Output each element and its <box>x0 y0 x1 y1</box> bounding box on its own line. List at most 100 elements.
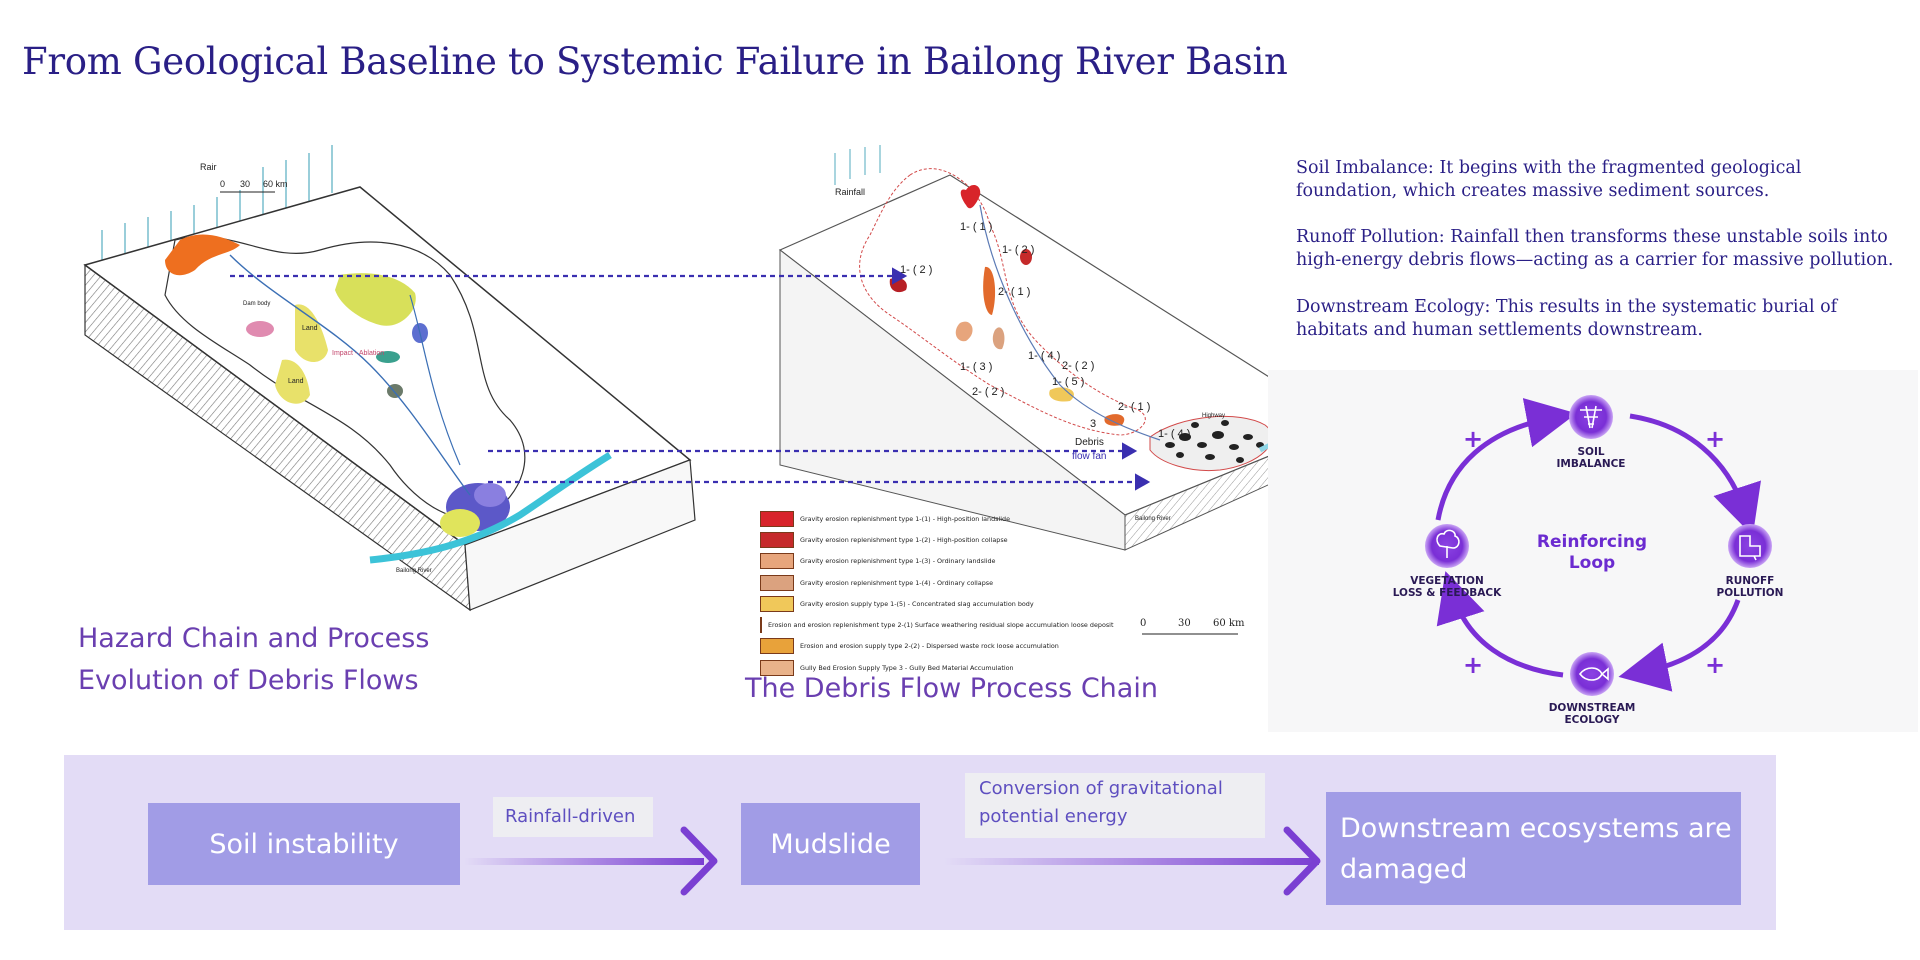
node-label-line2: IMBALANCE <box>1557 458 1626 470</box>
river-label: Bailong River <box>1135 516 1171 522</box>
legend-swatch <box>760 510 794 527</box>
hazard-chain-block-diagram: Rair 0 30 60 km Dam body Land Land Impac… <box>83 145 696 612</box>
flow-arrows <box>464 826 1321 896</box>
plus-top-right: + <box>1705 425 1725 453</box>
node-label-line1: SOIL <box>1577 446 1604 458</box>
flow-arrow-2 <box>944 826 1321 896</box>
node-soil-imbalance: SOIL IMBALANCE <box>1557 395 1626 470</box>
legend-text: Gully Bed Erosion Supply Type 3 - Gully … <box>800 663 1014 672</box>
legend-item: Erosion and erosion replenishment type 2… <box>760 614 1113 635</box>
legend-swatch <box>760 574 794 591</box>
plus-top-left: + <box>1463 425 1483 453</box>
legend-text: Gravity erosion supply type 1-(5) - Conc… <box>800 599 1034 608</box>
legend-swatch <box>760 659 794 676</box>
legend-text: Erosion and erosion replenishment type 2… <box>768 621 1114 630</box>
step-mudslide: Mudslide <box>741 803 920 885</box>
step-label: Soil instability <box>209 828 399 860</box>
legend-item: Gravity erosion replenishment type 1-(4)… <box>760 572 1080 593</box>
legend-text: Gravity erosion replenishment type 1-(2)… <box>800 535 1008 544</box>
step-soil-instability: Soil instability <box>148 803 460 885</box>
land-label-2: Land <box>288 378 304 385</box>
legend-text: Gravity erosion replenishment type 1-(3)… <box>800 557 996 566</box>
arrow-runoff-to-downstream <box>1618 599 1741 692</box>
scale-60: 60 km <box>263 179 288 189</box>
land-label-1: Land <box>302 325 318 332</box>
scale-bar: 0 30 60 km <box>1140 618 1245 635</box>
step-label: Mudslide <box>770 828 891 860</box>
legend-text: Gravity erosion replenishment type 1-(4)… <box>800 578 994 587</box>
rain-lines <box>101 145 333 265</box>
page-title: From Geological Baseline to Systemic Fai… <box>22 40 1288 83</box>
label-text-line2: potential energy <box>979 806 1128 827</box>
arrow-downstream-to-vegetation <box>1436 571 1564 678</box>
legend: Gravity erosion replenishment type 1-(1)… <box>760 508 1113 678</box>
code-1-3: 1- ( 3 ) <box>960 361 992 373</box>
code-3: 3 <box>1090 418 1096 430</box>
legend-item: Gravity erosion supply type 1-(5) - Conc… <box>760 593 1080 614</box>
river-label: Bailong River <box>396 568 432 574</box>
step-label-line1: Downstream ecosystems are <box>1340 812 1732 844</box>
node-downstream-ecology: DOWNSTREAM ECOLOGY <box>1549 652 1635 726</box>
process-chain-block-diagram: Rainfall 1- ( 1 ) 1- ( 2 ) 1- ( 2 ) 2- (… <box>778 145 1347 551</box>
legend-swatch <box>760 553 794 570</box>
code-1-5: 1- ( 5 ) <box>1052 376 1084 388</box>
scale-30: 30 <box>1178 618 1191 629</box>
cracked-soil-icon <box>1580 405 1602 429</box>
step-label-line2: damaged <box>1340 853 1468 885</box>
paragraph-soil-imbalance: Soil Imbalance: It begins with the fragm… <box>1296 158 1802 201</box>
legend-swatch <box>760 531 794 548</box>
code-1-4a: 1- ( 4 ) <box>1028 350 1060 362</box>
node-label-line1: RUNOFF <box>1726 575 1775 587</box>
plus-bottom-left: + <box>1463 651 1483 679</box>
legend-item: Gravity erosion replenishment type 1-(3)… <box>760 551 1080 572</box>
scale-60: 60 km <box>1213 618 1245 629</box>
label-text-line1: Conversion of gravitational <box>979 778 1223 799</box>
process-flow-band: Soil instability Rainfall-driven Mudslid… <box>64 755 1776 930</box>
legend-swatch <box>760 595 794 612</box>
debris-fan-label-1: Debris <box>1075 437 1104 448</box>
debris-fan-label-2: flow fan <box>1072 451 1106 462</box>
node-label-line2: LOSS & FEEDBACK <box>1393 587 1502 599</box>
legend-text: Gravity erosion replenishment type 1-(1)… <box>800 514 1011 523</box>
legend-item: Gravity erosion replenishment type 1-(2)… <box>760 529 1080 550</box>
label-text: Rainfall-driven <box>505 806 636 827</box>
code-2-1b: 2- ( 1 ) <box>1118 401 1150 413</box>
label-rainfall-driven: Rainfall-driven <box>493 797 653 837</box>
code-2-1a: 2- ( 1 ) <box>998 286 1030 298</box>
loop-center-line2: Loop <box>1569 553 1615 573</box>
arrow-soil-to-runoff <box>1629 413 1761 536</box>
node-label-line1: VEGETATION <box>1410 575 1484 587</box>
plus-bottom-right: + <box>1705 651 1725 679</box>
node-label-line2: ECOLOGY <box>1564 714 1619 726</box>
reinforcing-loop-diagram: + + + + SOIL IMBALANCE RUNOFF POLLUTION … <box>1268 370 1918 732</box>
fish-icon <box>1578 667 1609 681</box>
code-1-2b: 1- ( 2 ) <box>1002 244 1034 256</box>
code-1-2a: 1- ( 2 ) <box>900 264 932 276</box>
highway-label: Highway <box>1202 413 1225 419</box>
paragraph-downstream-ecology: Downstream Ecology: This results in the … <box>1296 297 1838 340</box>
scale-0: 0 <box>220 179 225 189</box>
code-1-1: 1- ( 1 ) <box>960 221 992 233</box>
left-caption-line1: Hazard Chain and Process <box>78 623 430 654</box>
impact-ablation-label: Impact - Ablation <box>332 350 384 357</box>
code-2-2a: 2- ( 2 ) <box>1062 360 1094 372</box>
node-vegetation-loss: VEGETATION LOSS & FEEDBACK <box>1393 524 1502 599</box>
legend-item: Gravity erosion replenishment type 1-(1)… <box>760 508 1080 529</box>
legend-swatch <box>760 617 762 634</box>
dam-body-label: Dam body <box>243 301 270 307</box>
label-gravitational-energy: Conversion of gravitational potential en… <box>965 773 1265 838</box>
legend-item: Erosion and erosion supply type 2-(2) - … <box>760 636 1080 657</box>
step-downstream-damage: Downstream ecosystems are damaged <box>1326 792 1741 905</box>
node-label-line2: POLLUTION <box>1717 587 1784 599</box>
scale-0: 0 <box>1140 618 1146 629</box>
legend-swatch <box>760 638 794 655</box>
legend-text: Erosion and erosion supply type 2-(2) - … <box>800 642 1059 651</box>
paragraph-runoff-pollution: Runoff Pollution: Rainfall then transfor… <box>1296 227 1894 270</box>
rain-label: Rair <box>200 162 217 172</box>
legend-item: Gully Bed Erosion Supply Type 3 - Gully … <box>760 657 1080 678</box>
loop-center-line1: Reinforcing <box>1537 532 1647 552</box>
node-runoff-pollution: RUNOFF POLLUTION <box>1717 524 1784 599</box>
scale-30: 30 <box>240 179 250 189</box>
left-caption-line2: Evolution of Debris Flows <box>78 665 419 696</box>
